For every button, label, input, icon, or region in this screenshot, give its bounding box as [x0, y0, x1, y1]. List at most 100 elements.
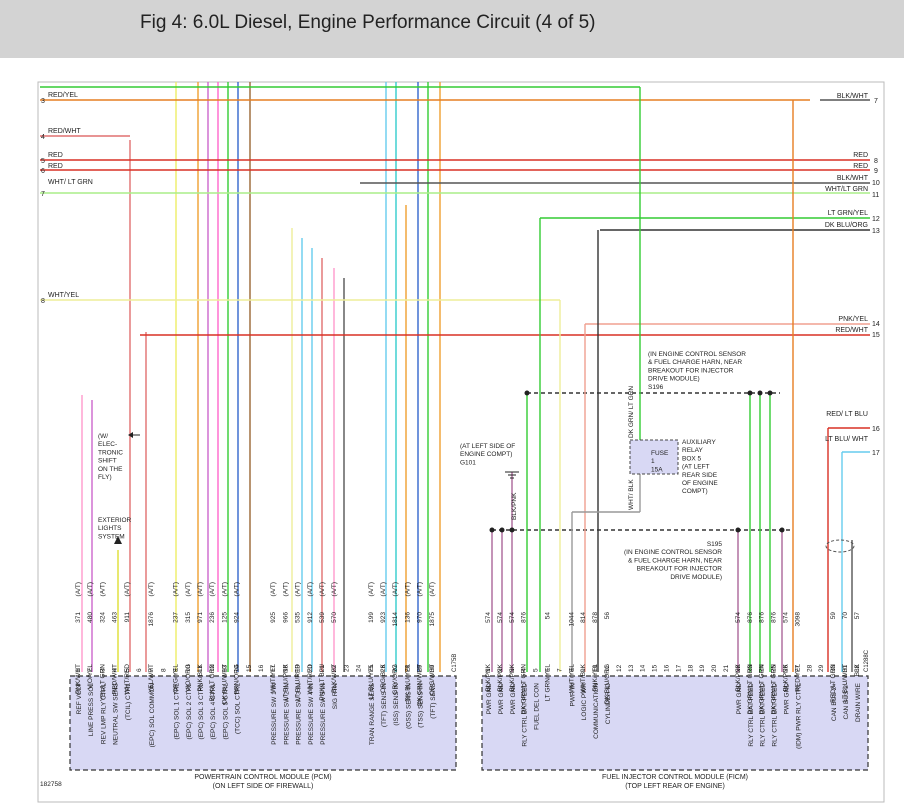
- ficm-circuit-number: 59: [830, 612, 837, 620]
- pcm-pin-function: LINE PRESS SOL: [88, 683, 95, 736]
- pcm-pin-number: 7: [148, 668, 155, 672]
- pcm-wire-color: LT BLU/YEL: [368, 664, 375, 700]
- pcm-pin-number: 23: [343, 664, 350, 672]
- pcm-pin-note: (A/T): [319, 582, 326, 596]
- ficm-circuit-number: 70: [842, 612, 849, 620]
- right-name-14: PNK/YEL: [838, 316, 868, 323]
- ficm-pin-number: 4: [521, 668, 528, 672]
- ficm-pin-number: 7: [556, 668, 563, 672]
- ficm-pin-function: CAN BUS 2+: [831, 683, 838, 721]
- ficm-circuit-number: 876: [747, 612, 754, 623]
- pcm-pin-note: (A/T): [124, 582, 131, 596]
- arrow-ext-lights-head: [114, 536, 122, 544]
- pcm-wire-color: BLK/WHT: [331, 664, 338, 693]
- pcm-pin-note: (A/T): [148, 582, 155, 596]
- ficm-pin-number: 18: [687, 664, 694, 672]
- ficm-wire-color: BLK/PNK: [509, 663, 516, 691]
- pcm-pin-note: (A/T): [270, 582, 277, 596]
- pcm-connector-label: C175B: [452, 654, 458, 672]
- right-name-7: BLK/WHT: [837, 93, 869, 100]
- pcm-circuit-number: 970: [417, 612, 424, 623]
- note-exterior-lights: LIGHTS: [98, 525, 122, 532]
- figure-id: 182758: [40, 781, 62, 788]
- splice-s196-left: [524, 390, 530, 396]
- pcm-circuit-number: 237: [173, 612, 180, 623]
- right-name-9: RED: [853, 163, 868, 170]
- pcm-pin-note: (A/T): [87, 582, 94, 596]
- ficm-pin-number: 14: [640, 664, 647, 672]
- pcm-pin-number: 6: [136, 668, 143, 672]
- pcm-circuit-number: 324: [99, 612, 106, 623]
- pcm-circuit-number: 136: [404, 612, 411, 623]
- ficm-pin-number: 16: [664, 664, 671, 672]
- pcm-pin-function: PRESSURE SW 4 IN: [308, 683, 315, 745]
- pcm-pin-number: 18: [282, 664, 289, 672]
- pcm-pin-function: (TCC) SOL CTRL: [235, 683, 242, 734]
- splice-s196-b: [757, 390, 763, 396]
- pcm-pin-function: PRESSURE SW 2 IN: [283, 683, 290, 745]
- ficm-wire-color: DK GRN/LT GRN: [759, 664, 766, 715]
- pcm-pin-note: (A/T): [380, 582, 387, 596]
- ficm-pin-number: 19: [699, 664, 706, 672]
- pcm-pin-note: (A/T): [75, 582, 82, 596]
- pcm-pin-function: (EPC) SOL COMMON: [149, 683, 156, 748]
- ficm-pin-number: 9: [580, 668, 587, 672]
- ficm-wire-color: BLK/PNK: [783, 663, 790, 691]
- ficm-box: [481, 675, 869, 771]
- pcm-wire-color: PNK/WHT: [75, 664, 82, 694]
- splice-dots: [489, 390, 785, 533]
- ficm-wire-color: RED/YEL: [794, 664, 801, 692]
- pcm-pin-number: 11: [197, 665, 204, 672]
- splice-s195-e: [779, 527, 785, 533]
- ficm-wire-color: DK BLU/ORG: [604, 664, 611, 704]
- ficm-circuit-number: 3098: [794, 612, 801, 627]
- ficm-pin-number: 24: [759, 664, 766, 672]
- note-electronic-shift: FLY): [98, 474, 112, 481]
- pcm-wire-color: WHT/YEL: [270, 664, 277, 693]
- pcm-pin-number: 26: [380, 664, 387, 672]
- ficm-circuit-number: 574: [509, 612, 516, 623]
- left-pin-6: 6: [41, 168, 45, 175]
- ficm-pin-number: 3: [509, 668, 516, 672]
- ficm-wire-color: LT GRN/YEL: [545, 664, 552, 702]
- note-g101: (AT LEFT SIDE OF: [460, 443, 515, 450]
- pcm-wire-color: VIO/YEL: [87, 664, 94, 690]
- note-fuse: 15A: [651, 466, 663, 473]
- pcm-circuit-number: 199: [368, 612, 375, 623]
- splice-s195-d: [735, 527, 741, 533]
- ficm-wire-color: BLK: [854, 663, 861, 676]
- pcm-box: [69, 675, 457, 771]
- right-pin-12: 12: [872, 216, 880, 223]
- ficm-pin-number: 27: [794, 664, 801, 672]
- pcm-pin-function: (EPC) SOL 5 CTRL: [222, 683, 229, 740]
- pcm-pin-function: (EPC) SOL 1 CTRL: [174, 683, 181, 740]
- pcm-pin-number: 10: [185, 664, 192, 672]
- ficm-circuit-number: 814: [580, 612, 587, 623]
- note-relay-box: AUXILIARY: [682, 439, 717, 446]
- ficm-circuit-number: 876: [521, 612, 528, 623]
- ficm-pin-function: DRAIN WIRE: [855, 682, 862, 722]
- splice-s195-a: [489, 527, 495, 533]
- pcm-circuit-number: 911: [124, 612, 131, 623]
- pcm-circuit-number: 1876: [148, 612, 155, 627]
- pcm-pin-function: PRESSURE SW 5 IN: [320, 683, 327, 745]
- pcm-pin-number: 3: [99, 668, 106, 672]
- right-pin-16: 16: [872, 426, 880, 433]
- splice-s196-a: [747, 390, 753, 396]
- pcm-wire-color: DK BLU/WHT: [221, 664, 228, 704]
- ficm-pin-number: 8: [568, 668, 575, 672]
- ficm-circuit-number: 876: [771, 612, 778, 623]
- pcm-title: POWERTRAIN CONTROL MODULE (PCM): [194, 774, 331, 781]
- note-s195: & FUEL CHARGE HARN, NEAR: [628, 557, 722, 564]
- ficm-pin-function: CYLINDER ID: [605, 683, 612, 724]
- left-pin-4: 4: [41, 134, 45, 141]
- pcm-pin-note: (A/T): [221, 582, 228, 596]
- pcm-pin-number: 24: [356, 664, 363, 672]
- pcm-pin-note: (A/T): [295, 582, 302, 596]
- pcm-pin-number: 5: [124, 668, 131, 672]
- note-electronic-shift: SHIFT: [98, 458, 117, 465]
- note-relay-box: COMPT): [682, 488, 708, 495]
- ficm-pin-number: 13: [628, 664, 635, 672]
- pcm-circuit-number: 966: [282, 612, 289, 623]
